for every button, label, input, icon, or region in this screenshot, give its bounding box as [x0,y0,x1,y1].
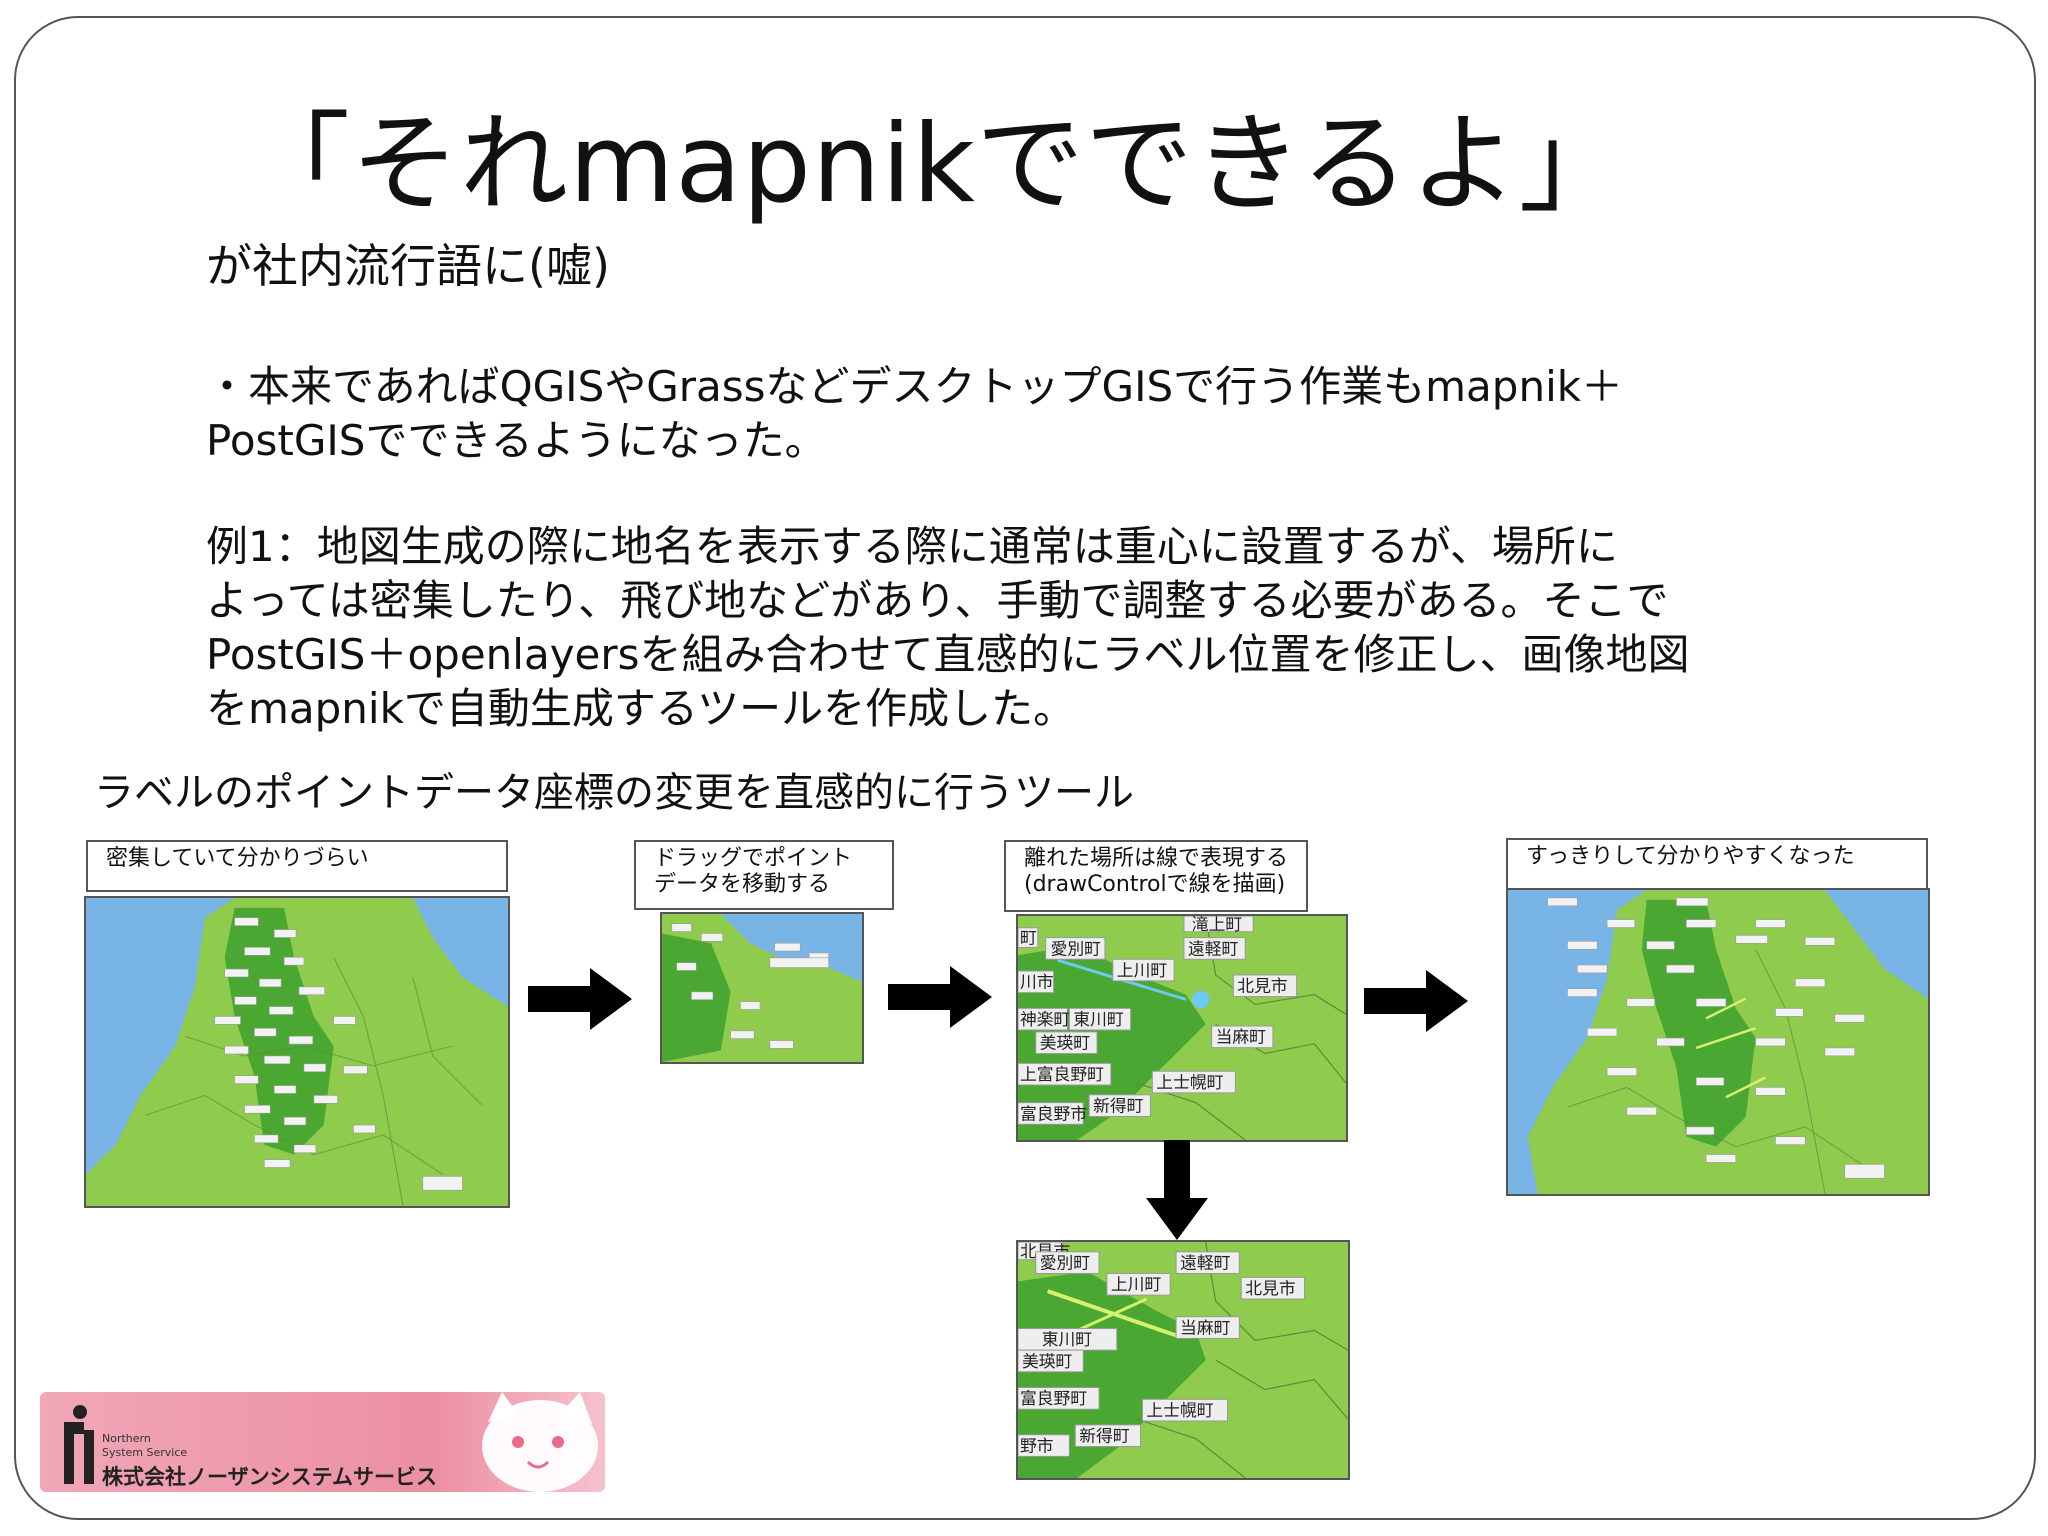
map-label: 上士幌町 [1146,1400,1213,1420]
map-label: 富良野市 [1020,1103,1087,1123]
map-label: 川市 [1020,972,1054,992]
map-label: 富良野町 [1020,1388,1087,1408]
arrow-right-icon [1364,970,1468,1032]
map-leader-lines-top: 滝上町 町 愛別町 遠軽町 上川町 川市 北見市 神楽町 東川町 美瑛町 当麻町… [1016,914,1348,1142]
map-label: 北見市 [1237,976,1287,996]
map-label: 北見市 [1245,1278,1295,1298]
step1-label-box: 密集していて分かりづらい [86,840,508,892]
map-crowded-labels [84,896,510,1208]
map-label: 当麻町 [1216,1027,1267,1047]
map-label: 新得町 [1079,1426,1130,1446]
step2-label-box: ドラッグでポイント データを移動する [634,840,894,910]
map-label: 上士幌町 [1156,1072,1223,1092]
company-name: 株式会社ノーザンシステムサービス [102,1465,437,1489]
map-label: 東川町 [1042,1329,1093,1349]
step3-label-line1: 離れた場所は線で表現する [1024,846,1289,871]
mascot-icon [482,1392,598,1492]
map-label: 愛別町 [1051,938,1102,958]
step4-label: すっきりして分かりやすくなった [1526,844,1855,869]
step2-label-line2: データを移動する [654,872,831,897]
map-drag-points [660,912,864,1064]
step1-label: 密集していて分かりづらい [106,846,369,871]
map-label: 町 [1020,928,1037,948]
map-label: 美瑛町 [1040,1033,1091,1053]
company-en-line2: System Service [102,1446,187,1459]
company-logo: Northern System Service 株式会社ノーザンシステムサービス [40,1392,605,1494]
map-leader-lines-bottom: 北見市 愛別町 遠軽町 上川町 北見市 東川町 当麻町 美瑛町 富良野町 上士幌… [1016,1240,1350,1480]
map-label: 遠軽町 [1180,1253,1231,1273]
company-en-line1: Northern [102,1432,151,1445]
example-text-line-4: をmapnikで自動生成するツールを作成した。 [206,684,1076,733]
map-label: 上富良野町 [1020,1064,1104,1084]
arrow-down-icon [1146,1140,1208,1240]
tool-caption: ラベルのポイントデータ座標の変更を直感的に行うツール [94,770,1134,816]
map-label: 愛別町 [1040,1253,1091,1273]
map-label: 野市 [1020,1435,1054,1455]
slide-subtitle: が社内流行語に(嘘) [206,239,610,293]
map-label: 新得町 [1093,1096,1144,1116]
map-clean-labels [1506,888,1930,1196]
example-text-line-2: よっては密集したり、飛び地などがあり、手動で調整する必要がある。そこで [206,576,1669,625]
map-label: 美瑛町 [1022,1351,1073,1371]
bullet-text-line-1: ・本来であればQGISやGrassなどデスクトップGISで行う作業もmapnik… [206,362,1624,411]
arrow-right-icon [888,966,992,1028]
step4-label-box: すっきりして分かりやすくなった [1506,838,1928,890]
map-label: 当麻町 [1180,1317,1231,1337]
step3-label-line2: (drawControlで線を描画) [1024,872,1286,897]
bullet-text-line-2: PostGISでできるようになった。 [206,416,827,465]
step2-label-line1: ドラッグでポイント [654,846,853,871]
step3-label-box: 離れた場所は線で表現する (drawControlで線を描画) [1004,840,1308,912]
slide-title: 「それmapnikでできるよ」 [242,102,1628,227]
map-label: 上川町 [1117,960,1168,980]
example-text-line-1: 例1：地図生成の際に地名を表示する際に通常は重心に設置するが、場所に [206,522,1618,571]
map-label: 滝上町 [1192,916,1243,934]
map-label: 上川町 [1111,1274,1162,1294]
map-label: 東川町 [1073,1009,1124,1029]
map-label: 神楽町 [1020,1009,1071,1029]
map-label: 遠軽町 [1188,938,1239,958]
arrow-right-icon [528,968,632,1030]
example-text-line-3: PostGIS＋openlayersを組み合わせて直感的にラベル位置を修正し、画… [206,630,1690,679]
